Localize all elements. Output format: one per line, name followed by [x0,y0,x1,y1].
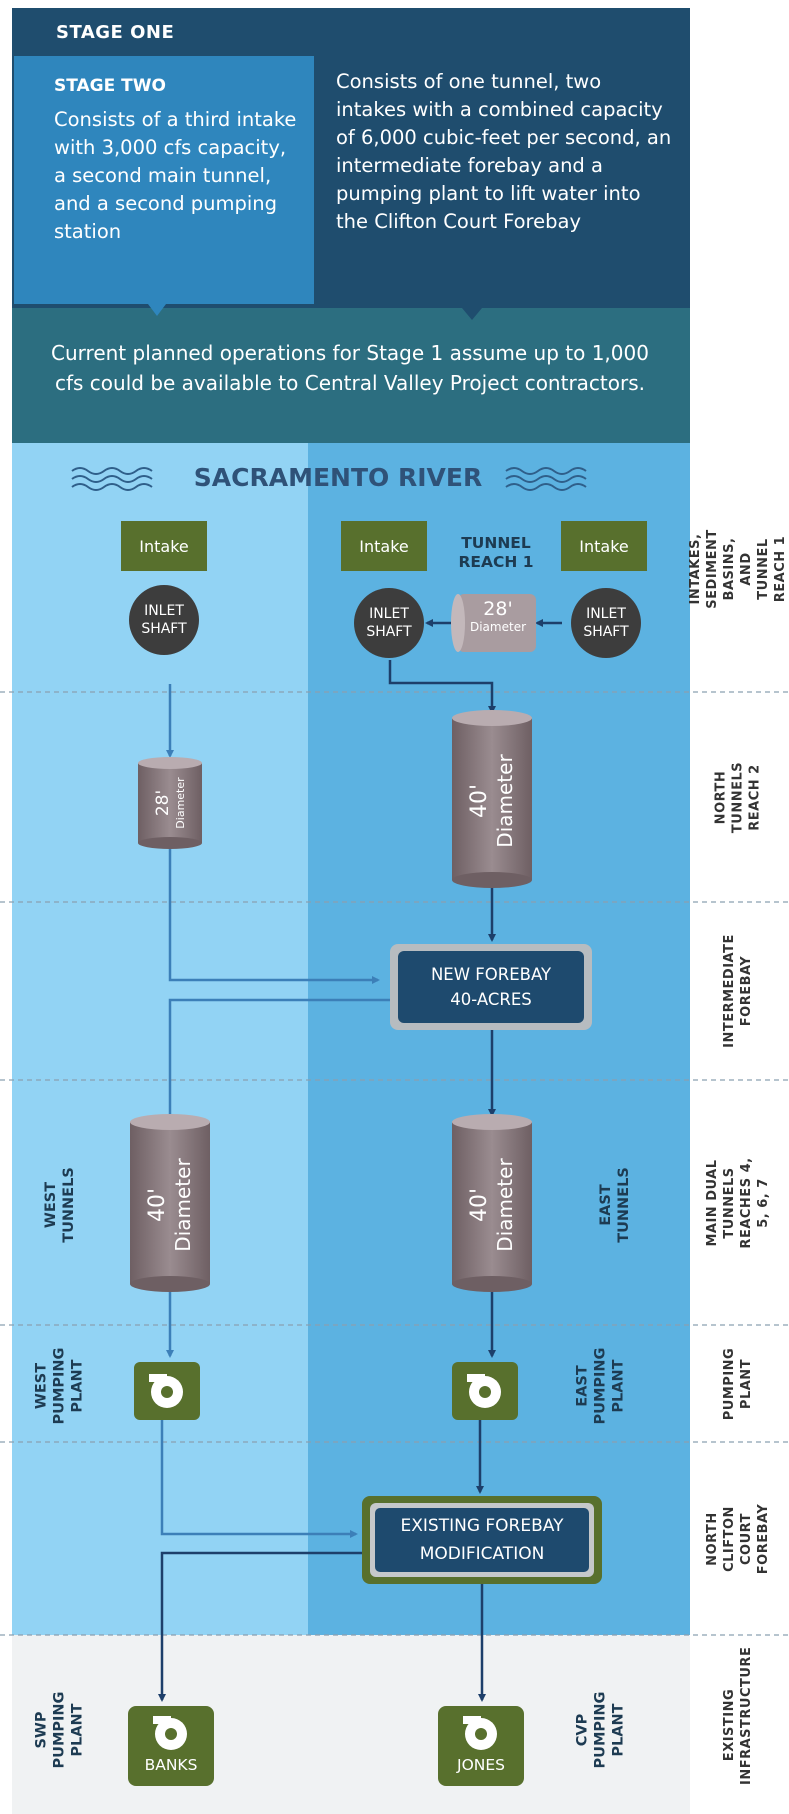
east-tunnels-label: EAST TUNNELS [598,1167,632,1243]
jones-pump-icon [438,1706,524,1786]
tunnel-reach1-diameter: 28' Diameter [469,598,527,634]
new-forebay-box [390,944,592,1030]
flow-arrow [168,848,380,984]
river-label: SACRAMENTO RIVER [193,463,483,492]
west-main-40ft-label: 40' Diameter [145,1158,195,1252]
west-40ft-main-tunnel [130,1114,210,1292]
river-waves-left-icon [71,467,153,491]
flow-line [168,998,395,1116]
west-pump-icon [134,1362,200,1420]
row-label-pumping-plant: PUMPING PLANT [722,1347,754,1420]
row-label-main-dual-tunnels: MAIN DUAL TUNNELS REACHES 4, 5, 6, 7 [705,1156,771,1249]
river-waves-right-icon [505,467,587,491]
east-40ft-main-tunnel [452,1114,532,1292]
east-reach2-40ft-label: 40' Diameter [467,754,517,848]
jones-label: JONES [457,1756,505,1774]
west-tunnels-label: WEST TUNNELS [43,1167,77,1243]
west-28ft-label: 28' Diameter [153,777,187,829]
stage-two-description: Consists of a third intake with 3,000 cf… [54,108,297,243]
new-forebay-label: NEW FOREBAY 40-ACRES [430,965,552,1009]
west-28ft-tunnel [138,757,202,849]
existing-forebay-box [362,1496,602,1584]
operations-note: Current planned operations for Stage 1 a… [51,341,649,395]
intake-center: Intake [341,521,427,571]
east-40ft-tunnel-reach2 [452,710,532,888]
stage-one-description: Consists of one tunnel, two intakes with… [336,70,672,233]
tunnel-reach1-label: TUNNEL REACH 1 [458,534,534,571]
row-label-existing-infrastructure: EXISTING INFRASTRUCTURE [722,1646,754,1785]
banks-label: BANKS [144,1756,198,1774]
existing-forebay-label: EXISTING FOREBAY MODIFICATION [400,1516,564,1564]
row-label-north-clifton: NORTH CLIFTON COURT FOREBAY [705,1503,771,1574]
operations-panel [12,308,690,443]
row-dividers [0,691,789,1636]
flow-arrow [158,1551,380,1702]
cvp-pumping-plant-label: CVP PUMPING PLANT [574,1691,627,1769]
east-pumping-plant-label: EAST PUMPING PLANT [574,1347,627,1425]
row-label-intermediate-forebay: INTERMEDIATE FOREBAY [722,934,755,1048]
row-label-north-tunnels: NORTH TUNNELS REACH 2 [713,761,763,833]
east-main-40ft-label: 40' Diameter [467,1158,517,1252]
flow-arrow [160,1392,358,1538]
west-pumping-plant-label: WEST PUMPING PLANT [33,1347,86,1425]
existing-infrastructure-background [12,1635,690,1814]
swp-pumping-plant-label: SWP PUMPING PLANT [33,1691,86,1769]
flow-arrow [388,660,496,714]
stage-two-title: STAGE TWO [54,76,166,96]
stage-one-title: STAGE ONE [56,22,175,43]
east-pump-icon [452,1362,518,1420]
stage-two-panel [14,56,314,304]
tunnel-reach1-28ft [451,594,536,652]
intake-west: Intake [121,521,207,571]
intake-east: Intake [561,521,647,571]
banks-pump-icon [128,1706,214,1786]
row-label-background [690,443,789,1814]
row-label-intakes: INTAKES, SEDIMENT BASINS, AND TUNNEL REA… [688,529,788,609]
